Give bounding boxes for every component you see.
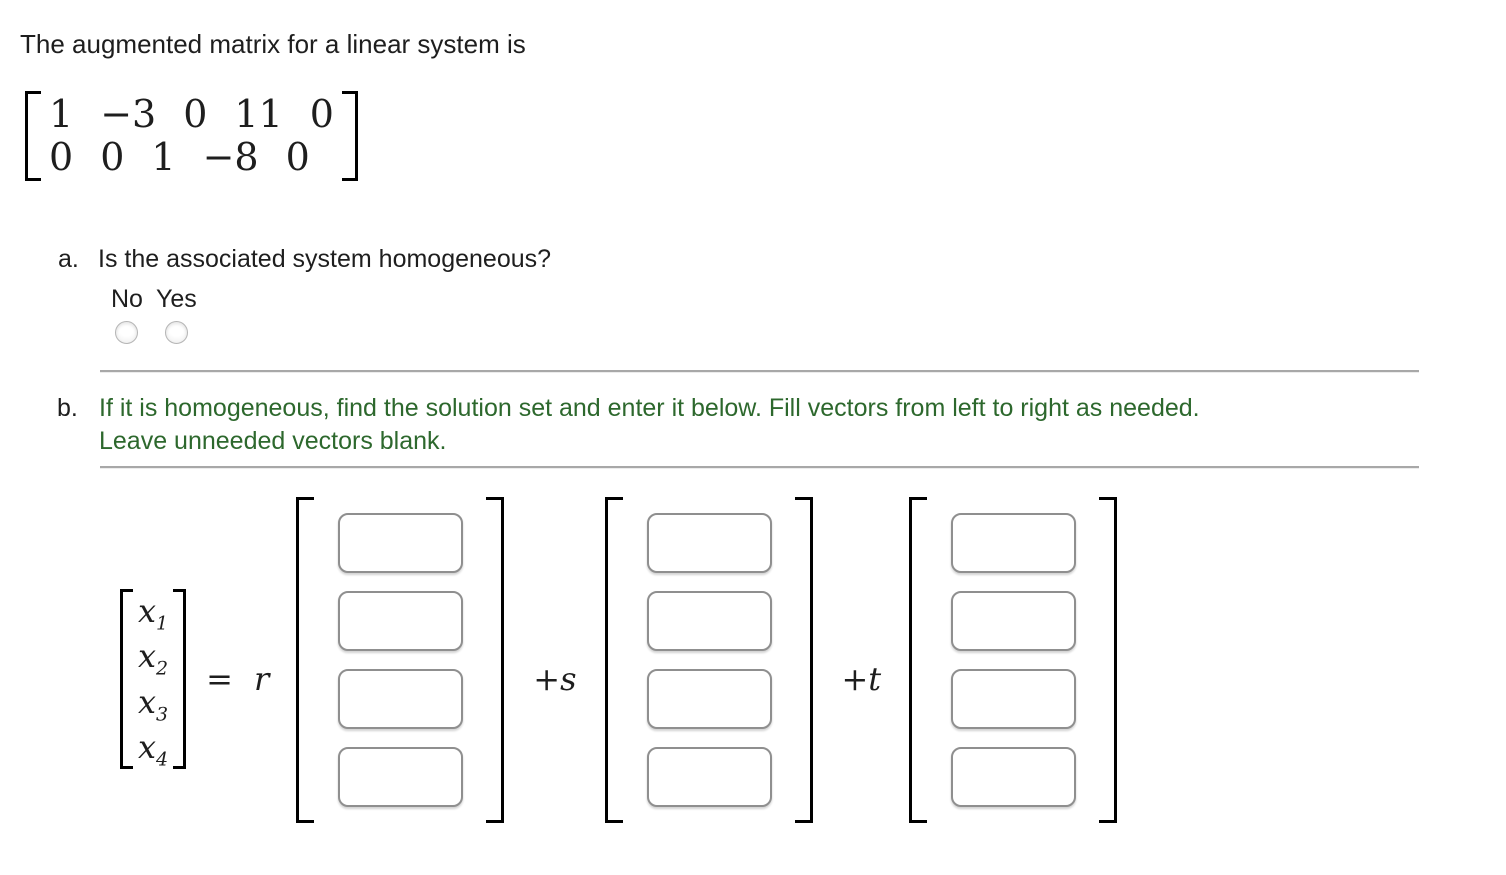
x-vector-left-bracket: [120, 589, 133, 769]
divider-bottom: [100, 466, 1419, 469]
matrix-entry: −3: [100, 92, 157, 136]
solution-vector-1: [296, 497, 505, 823]
solution-equation: x1 x2 x3 x4 = r +s: [120, 497, 1118, 823]
divider-top: [100, 370, 1419, 373]
vector3-left-bracket: [909, 497, 928, 823]
option-no: No: [111, 284, 143, 344]
matrix-row: 1 −3 0 11 0: [49, 93, 334, 136]
matrix-entry: −8: [202, 135, 259, 179]
part-a-label: a.: [58, 245, 79, 273]
part-a-question: Is the associated system homogeneous?: [98, 245, 552, 273]
matrix-entries: 1 −3 0 11 0 0 0 1 −8 0: [41, 91, 342, 181]
equals-sign: =: [206, 660, 233, 698]
matrix-entry: 0: [49, 135, 74, 179]
x-vector-right-bracket: [173, 589, 187, 769]
vector2-row4-input[interactable]: [647, 747, 773, 807]
part-b-label: b.: [57, 394, 78, 422]
vector1-entries: [314, 497, 486, 823]
vector3-row4-input[interactable]: [951, 747, 1077, 807]
solution-vector-2: [605, 497, 814, 823]
radio-yes[interactable]: [164, 321, 188, 344]
option-yes: Yes: [156, 284, 197, 344]
option-no-label: No: [111, 285, 143, 313]
matrix-entry: 1: [151, 135, 176, 179]
radio-no[interactable]: [115, 321, 139, 344]
solution-vector-3: [909, 497, 1118, 823]
matrix-entry: 1: [49, 92, 74, 136]
vector1-row4-input[interactable]: [338, 747, 464, 807]
vector2-row1-input[interactable]: [647, 513, 773, 573]
matrix-row: 0 0 1 −8 0: [49, 136, 334, 179]
matrix-right-bracket: [341, 91, 358, 181]
x-vector: x1 x2 x3 x4: [120, 589, 187, 769]
coefficient-s: +s: [533, 660, 577, 698]
vector2-row3-input[interactable]: [647, 669, 773, 729]
vector3-right-bracket: [1099, 497, 1118, 823]
coefficient-t: +t: [841, 660, 882, 698]
x-vector-entries: x1 x2 x3 x4: [133, 589, 173, 769]
x-vector-entry: x2: [138, 637, 169, 680]
vector2-row2-input[interactable]: [647, 591, 773, 651]
vector3-row1-input[interactable]: [951, 513, 1077, 573]
matrix-entry: 0: [183, 92, 208, 136]
vector3-row3-input[interactable]: [951, 669, 1077, 729]
matrix-entry: 0: [309, 92, 334, 136]
vector1-row3-input[interactable]: [338, 669, 464, 729]
vector3-row2-input[interactable]: [951, 591, 1077, 651]
x-vector-entry: x4: [138, 727, 169, 771]
vector2-right-bracket: [795, 497, 814, 823]
part-b-instruction-line2: Leave unneeded vectors blank.: [99, 427, 447, 455]
option-yes-label: Yes: [155, 285, 197, 313]
coefficient-r: r: [253, 660, 270, 698]
augmented-matrix: 1 −3 0 11 0 0 0 1 −8 0: [25, 91, 358, 181]
problem-statement: The augmented matrix for a linear system…: [20, 29, 526, 59]
part-b-instruction-line1: If it is homogeneous, find the solution …: [99, 394, 1200, 422]
matrix-entry: 0: [285, 135, 310, 179]
vector2-left-bracket: [605, 497, 624, 823]
part-b-instruction: If it is homogeneous, find the solution …: [99, 392, 1409, 458]
vector2-entries: [623, 497, 795, 823]
homogeneous-options: No Yes: [111, 284, 197, 344]
vector1-row1-input[interactable]: [338, 513, 464, 573]
x-vector-entry: x3: [138, 682, 169, 726]
vector1-left-bracket: [296, 497, 315, 823]
matrix-entry: 0: [100, 135, 125, 179]
vector3-entries: [927, 497, 1099, 823]
x-vector-entry: x1: [138, 592, 169, 635]
matrix-entry: 11: [234, 92, 283, 136]
vector1-row2-input[interactable]: [338, 591, 464, 651]
vector1-right-bracket: [486, 497, 505, 823]
matrix-left-bracket: [25, 91, 41, 181]
